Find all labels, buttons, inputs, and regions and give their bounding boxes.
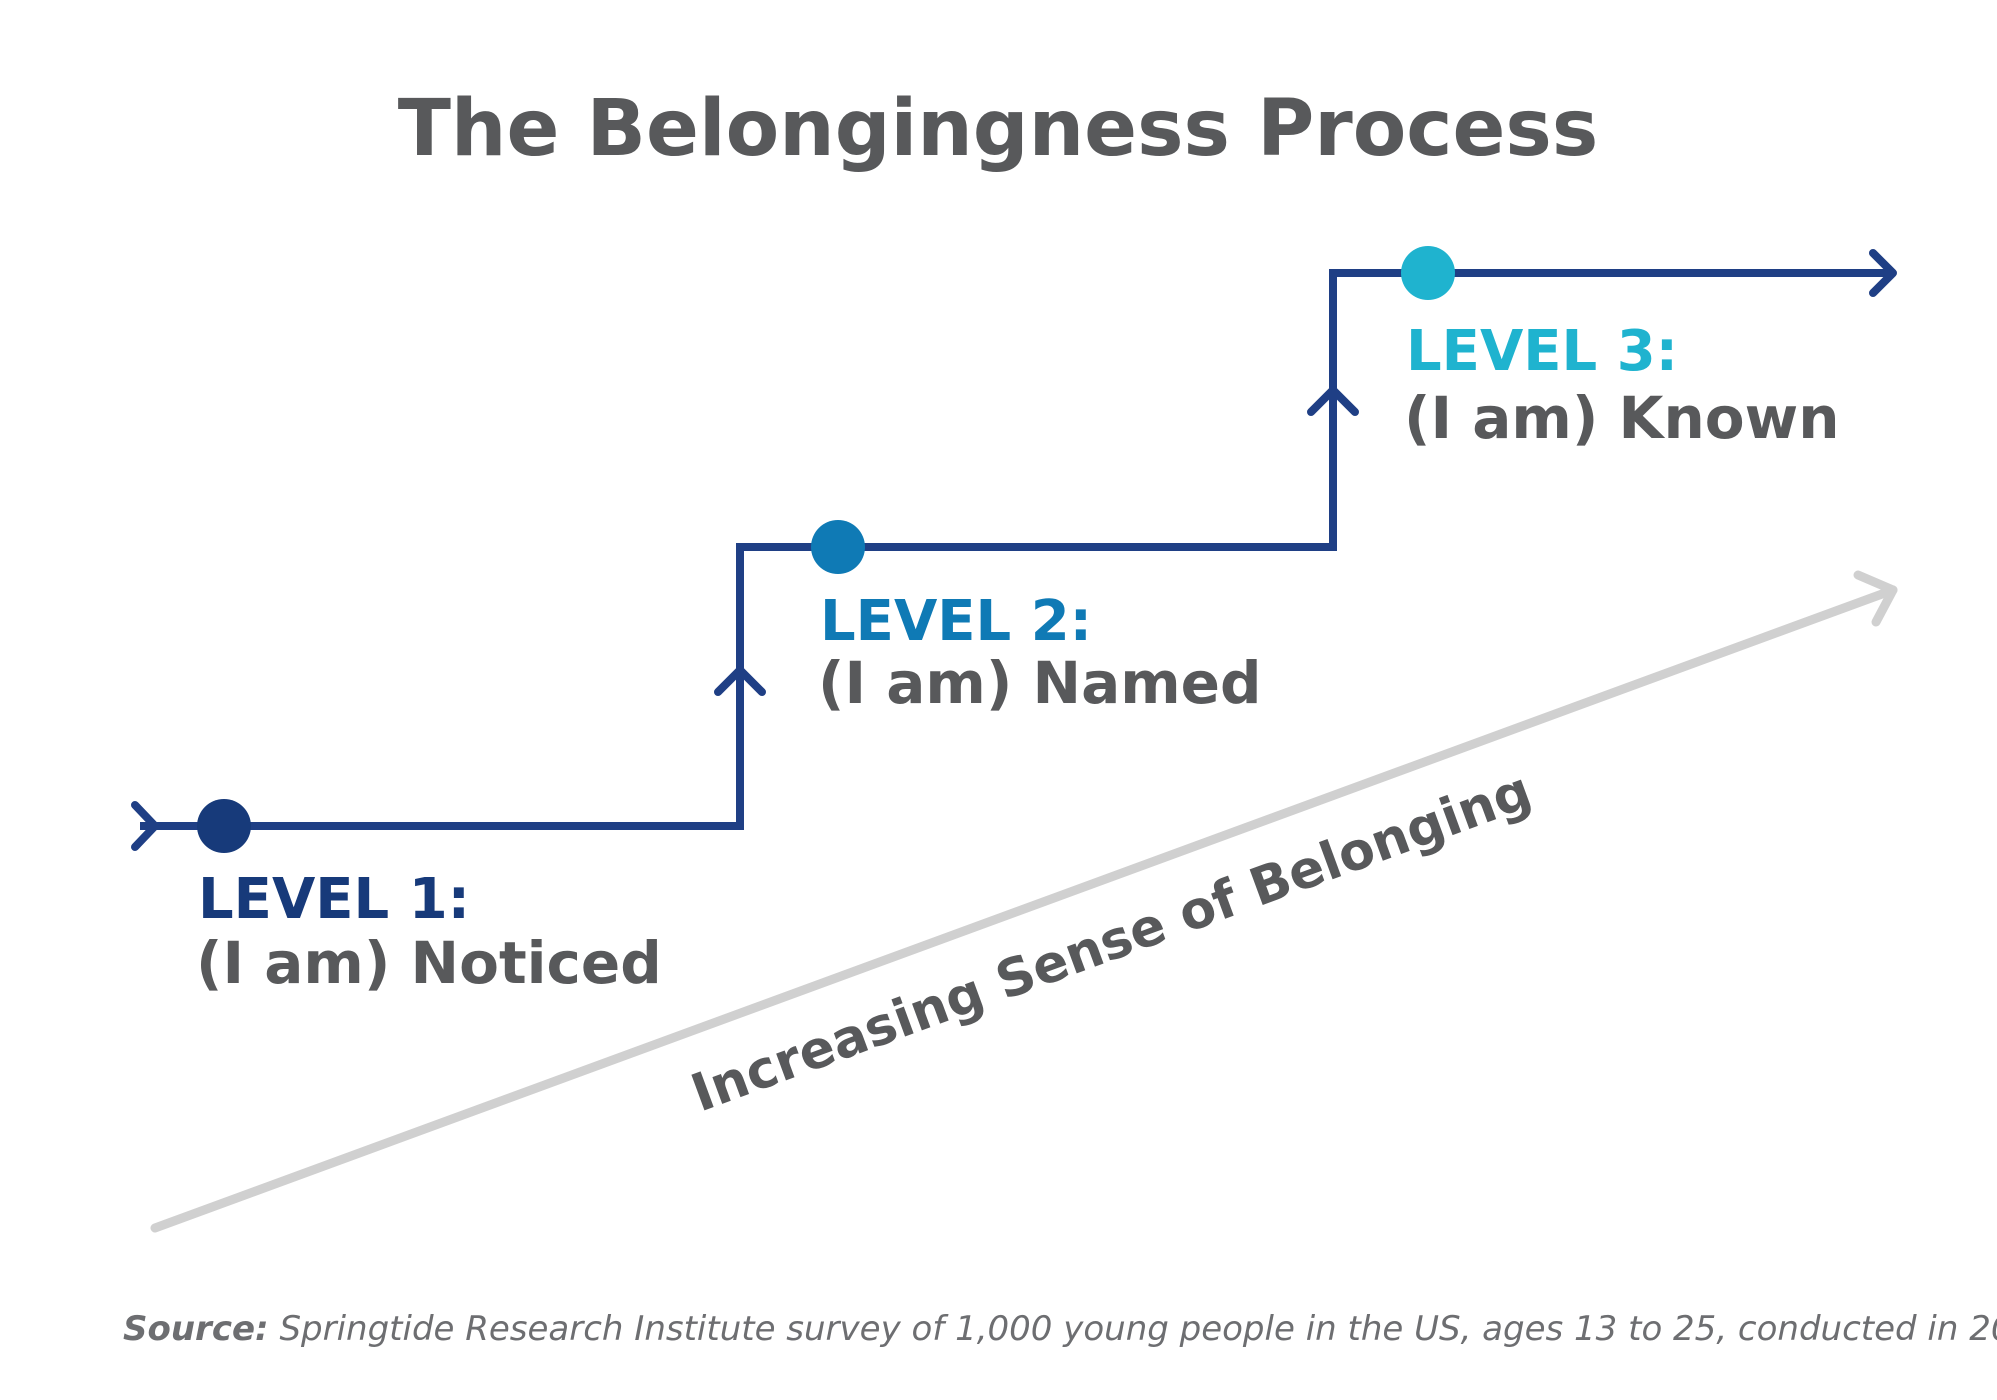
level-1-description: (I am) Noticed <box>196 929 662 997</box>
level-3-label: LEVEL 3: <box>1406 319 1678 384</box>
level-3-marker <box>1401 246 1455 300</box>
path-start-chevron-icon <box>131 801 159 851</box>
path-up-chevron-icon <box>714 666 766 696</box>
trend-arrowhead-icon <box>1853 570 1898 627</box>
path-up-chevron-icon <box>1307 386 1359 416</box>
trend-label: Increasing Sense of Belonging <box>684 761 1540 1124</box>
trend-arrow <box>150 570 1898 1233</box>
path-end-arrowhead-icon <box>1869 249 1897 297</box>
level-2-description: (I am) Named <box>818 649 1262 717</box>
level-3-description: (I am) Known <box>1404 384 1840 452</box>
level-2-marker <box>811 520 865 574</box>
level-1-marker <box>197 799 251 853</box>
level-2-label: LEVEL 2: <box>820 589 1092 654</box>
source-note: Source: Springtide Research Institute su… <box>123 1309 1997 1349</box>
diagram-title: The Belongingness Process <box>398 84 1599 174</box>
level-1-label: LEVEL 1: <box>198 867 470 932</box>
source-prefix: Source: <box>123 1309 269 1349</box>
trend-arrow-line <box>150 585 1898 1233</box>
source-text: Springtide Research Institute survey of … <box>269 1309 1997 1349</box>
